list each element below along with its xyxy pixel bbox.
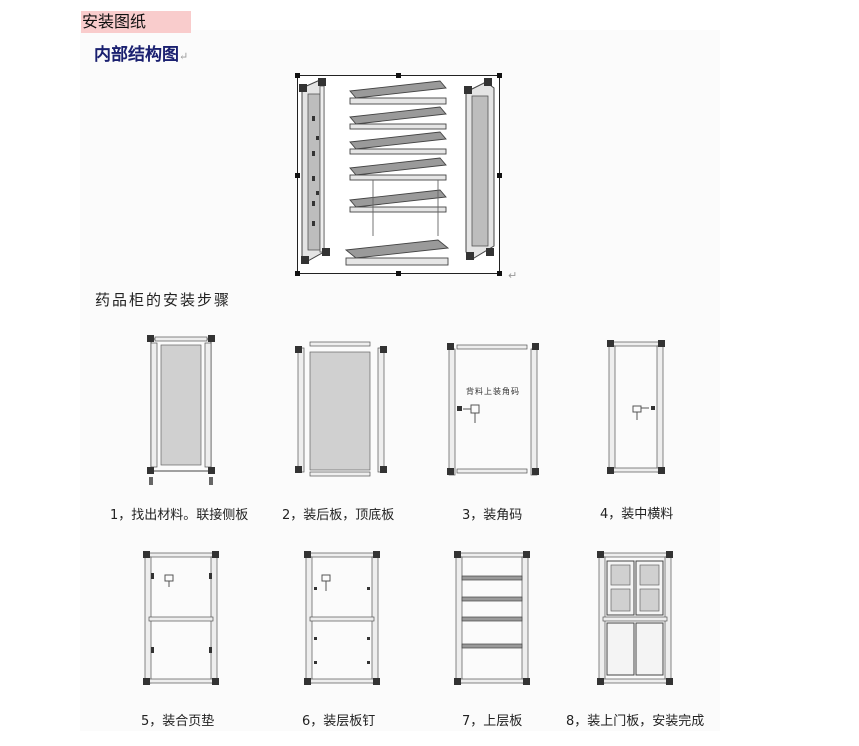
resize-handle-top[interactable] (396, 73, 401, 78)
document-heading: 安装图纸 (81, 11, 191, 33)
section-title: 内部结构图↵ (94, 40, 188, 65)
step-7-figure (454, 551, 530, 695)
paragraph-mark-image: ↵ (508, 269, 518, 282)
paragraph-mark: ↵ (179, 50, 189, 63)
resize-handle-top-right[interactable] (497, 73, 502, 78)
step-1-figure (145, 333, 217, 492)
right-side-panel (464, 78, 495, 260)
step-8-caption: 8，装上门板，安装完成 (566, 714, 705, 729)
step-6-caption: 6，装层板钉 (302, 714, 376, 729)
exploded-structure-drawing (299, 78, 495, 266)
resize-handle-bottom-left[interactable] (295, 271, 300, 276)
step-2-figure (294, 340, 388, 484)
resize-handle-top-left[interactable] (295, 73, 300, 78)
step-3-figure (447, 343, 539, 487)
resize-handle-bottom[interactable] (396, 271, 401, 276)
step-3-caption: 3，装角码 (462, 508, 523, 523)
step-4-caption: 4，装中横料 (600, 507, 674, 522)
angle-code-note: 背料上装角码 (466, 387, 520, 396)
resize-handle-left[interactable] (295, 173, 300, 178)
section-title-text: 内部结构图 (94, 45, 179, 65)
left-side-panel (299, 78, 330, 264)
step-6-figure (304, 551, 380, 695)
step-5-caption: 5，装合页垫 (141, 714, 215, 729)
step-5-figure (143, 551, 219, 695)
step-7-caption: 7，上层板 (462, 714, 523, 729)
resize-handle-bottom-right[interactable] (497, 271, 502, 276)
step-2-caption: 2，装后板，顶底板 (282, 508, 395, 523)
shelves-stack (344, 80, 450, 266)
steps-title: 药品柜的安装步骤 (95, 291, 232, 309)
resize-handle-right[interactable] (497, 173, 502, 178)
step-8-figure (597, 551, 673, 695)
step-4-figure (607, 340, 665, 484)
exploded-structure-image[interactable] (295, 73, 502, 276)
step-1-caption: 1，找出材料。联接侧板 (110, 508, 249, 523)
